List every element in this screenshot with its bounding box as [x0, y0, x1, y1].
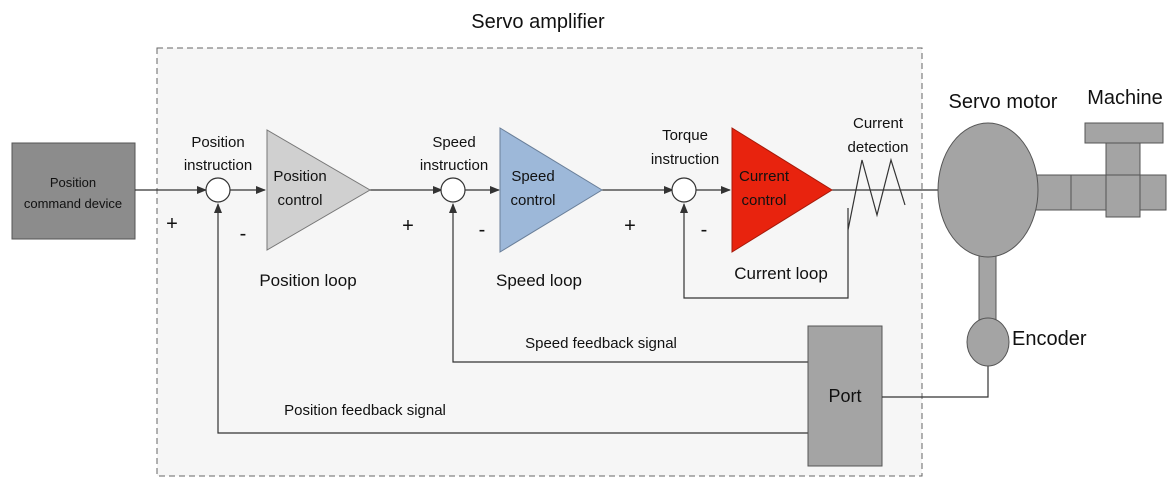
torque-summing-junction — [671, 177, 697, 203]
position-feedback-signal-label: Position feedback signal — [284, 402, 446, 419]
servo-amplifier-title: Servo amplifier — [471, 11, 605, 33]
position-control-label-line2: control — [277, 192, 322, 209]
torque-plus-sign: + — [624, 215, 636, 237]
position-loop-label: Position loop — [259, 271, 356, 290]
speed-summing-junction — [440, 177, 466, 203]
current-control-block — [731, 127, 833, 253]
servo-motor-label: Servo motor — [949, 91, 1058, 113]
position-minus-sign: - — [240, 223, 247, 245]
current-detection-line2: detection — [848, 139, 909, 156]
servo-amplifier-region — [156, 47, 923, 477]
current-loop-label: Current loop — [734, 264, 828, 283]
speed-control-label-line1: Speed — [511, 168, 554, 185]
encoder-label: Encoder — [1012, 328, 1087, 350]
position-command-device: Position command device — [11, 142, 136, 240]
speed-instruction-line2: instruction — [420, 157, 488, 174]
position-control-block — [266, 129, 371, 251]
position-plus-sign: + — [166, 213, 178, 235]
speed-feedback-signal-label: Speed feedback signal — [525, 335, 677, 352]
position-summing-junction — [205, 177, 231, 203]
speed-control-label-line2: control — [510, 192, 555, 209]
position-control-label-line1: Position — [273, 168, 326, 185]
motor-output-shaft — [1029, 174, 1167, 211]
speed-plus-sign: + — [402, 215, 414, 237]
speed-loop-label: Speed loop — [496, 271, 582, 290]
speed-control-block — [499, 127, 603, 253]
port-block: Port — [807, 325, 883, 467]
current-detection-line1: Current — [853, 115, 904, 132]
machine — [1084, 122, 1164, 218]
current-control-label-line2: control — [741, 192, 786, 209]
torque-instruction-line1: Torque — [662, 127, 708, 144]
encoder — [966, 317, 1010, 367]
machine-label: Machine — [1087, 87, 1163, 109]
port-label: Port — [828, 386, 861, 406]
speed-minus-sign: - — [479, 219, 486, 241]
command-device-label-line1: Position — [50, 175, 96, 190]
current-sensor-zigzag — [847, 157, 906, 231]
torque-minus-sign: - — [701, 219, 708, 241]
servo-motor — [937, 122, 1039, 258]
position-instruction-line2: instruction — [184, 157, 252, 174]
motor-encoder-shaft — [978, 247, 997, 321]
command-device-label-line2: command device — [24, 196, 122, 211]
position-instruction-line1: Position — [191, 134, 244, 151]
current-control-label-line1: Current — [739, 168, 790, 185]
speed-instruction-line1: Speed — [432, 134, 475, 151]
torque-instruction-line2: instruction — [651, 151, 719, 168]
